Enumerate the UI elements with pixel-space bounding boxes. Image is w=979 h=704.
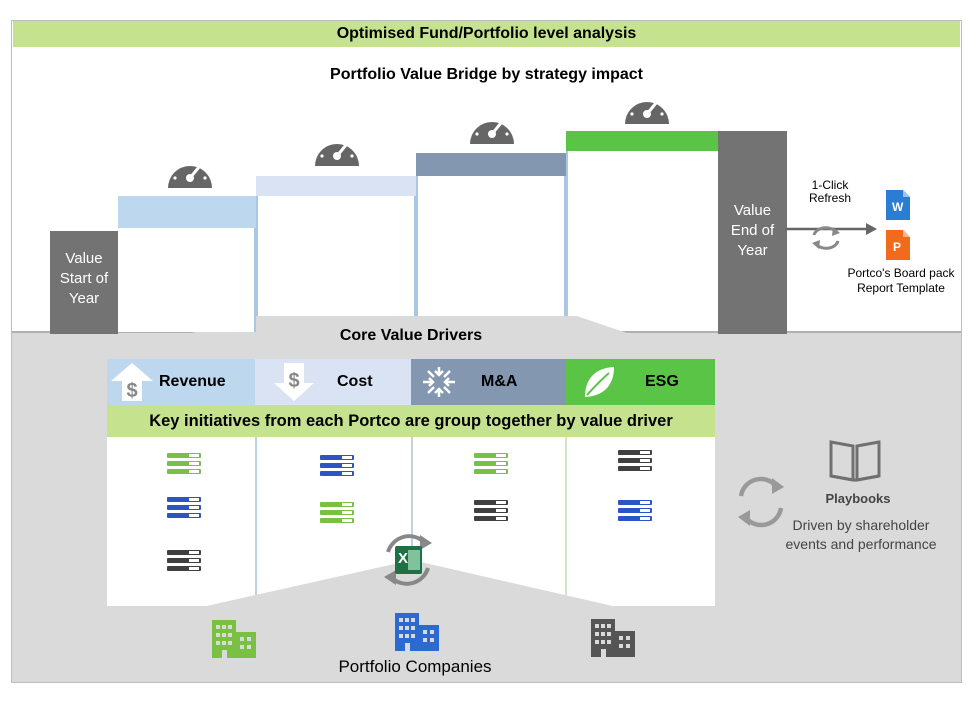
value-end-bar: Value End of Year bbox=[718, 131, 787, 334]
value-start-label: Value Start of Year bbox=[59, 250, 109, 307]
speedometer-icon bbox=[470, 113, 514, 144]
initiative-list-icon bbox=[167, 550, 201, 574]
board-pack-label: Portco's Board pack Report Template bbox=[847, 266, 955, 295]
initiative-list-icon bbox=[474, 500, 508, 524]
driver-label: ESG bbox=[645, 373, 679, 390]
building-icon bbox=[212, 620, 256, 658]
bridge-cap-ma bbox=[416, 153, 566, 176]
driver-cost: $ Cost bbox=[255, 359, 411, 405]
portfolio-companies-label: Portfolio Companies bbox=[338, 657, 492, 676]
refresh-cycle-icon bbox=[738, 476, 784, 528]
dollar-up-icon: $ bbox=[111, 363, 153, 402]
initiative-list-icon bbox=[167, 453, 201, 477]
bridge-title: Portfolio Value Bridge by strategy impac… bbox=[330, 66, 643, 83]
driver-label: Revenue bbox=[159, 373, 226, 390]
banner-title: Optimised Fund/Portfolio level analysis bbox=[13, 21, 960, 47]
speedometer-icon bbox=[168, 157, 212, 188]
playbooks-description: Driven by shareholder events and perform… bbox=[785, 517, 937, 552]
bridge-step-cost bbox=[256, 176, 416, 316]
merge-arrows-icon bbox=[423, 367, 455, 397]
key-initiatives-banner: Key initiatives from each Portco are gro… bbox=[107, 405, 715, 437]
bridge-cap-revenue bbox=[118, 196, 256, 228]
driver-label: M&A bbox=[481, 373, 518, 390]
ppt-letter: P bbox=[893, 240, 902, 254]
bridge-step-ma bbox=[416, 153, 566, 316]
open-book-icon bbox=[829, 440, 881, 482]
excel-refresh-icon: X bbox=[378, 530, 438, 590]
initiative-list-icon bbox=[320, 502, 354, 526]
bridge-cap-esg bbox=[566, 131, 718, 151]
driver-revenue: $ Revenue bbox=[107, 359, 255, 405]
initiative-list-icon bbox=[618, 450, 652, 474]
refresh-cycle-icon bbox=[812, 226, 840, 250]
word-letter: W bbox=[892, 200, 904, 214]
initiative-list-icon bbox=[618, 500, 652, 524]
driver-esg: ESG bbox=[565, 359, 715, 405]
refresh-label: 1-Click Refresh bbox=[808, 178, 852, 205]
column-divider bbox=[255, 437, 257, 606]
building-icon bbox=[395, 613, 439, 651]
column-divider bbox=[565, 437, 567, 606]
bridge-cap-cost bbox=[256, 176, 416, 196]
value-start-bar: Value Start of Year bbox=[50, 231, 118, 334]
driver-label: Cost bbox=[337, 373, 373, 390]
building-icon bbox=[591, 619, 635, 657]
value-end-label: Value End of Year bbox=[730, 202, 775, 259]
speedometer-icon bbox=[625, 93, 669, 124]
leaf-icon bbox=[585, 367, 614, 397]
powerpoint-icon: P bbox=[886, 230, 910, 260]
dollar-down-icon: $ bbox=[274, 363, 314, 401]
core-title: Core Value Drivers bbox=[339, 327, 483, 344]
initiative-list-icon bbox=[167, 497, 201, 521]
svg-text:$: $ bbox=[126, 380, 137, 402]
svg-text:$: $ bbox=[288, 370, 299, 392]
column-divider bbox=[411, 437, 413, 606]
initiative-list-icon bbox=[474, 453, 508, 477]
playbooks-title: Playbooks bbox=[825, 491, 891, 506]
initiative-list-icon bbox=[320, 455, 354, 479]
bridge-step-esg bbox=[566, 131, 718, 316]
word-document-icon: W bbox=[886, 190, 910, 220]
driver-ma: M&A bbox=[411, 359, 565, 405]
speedometer-icon bbox=[315, 135, 359, 166]
excel-letter: X bbox=[398, 550, 409, 567]
